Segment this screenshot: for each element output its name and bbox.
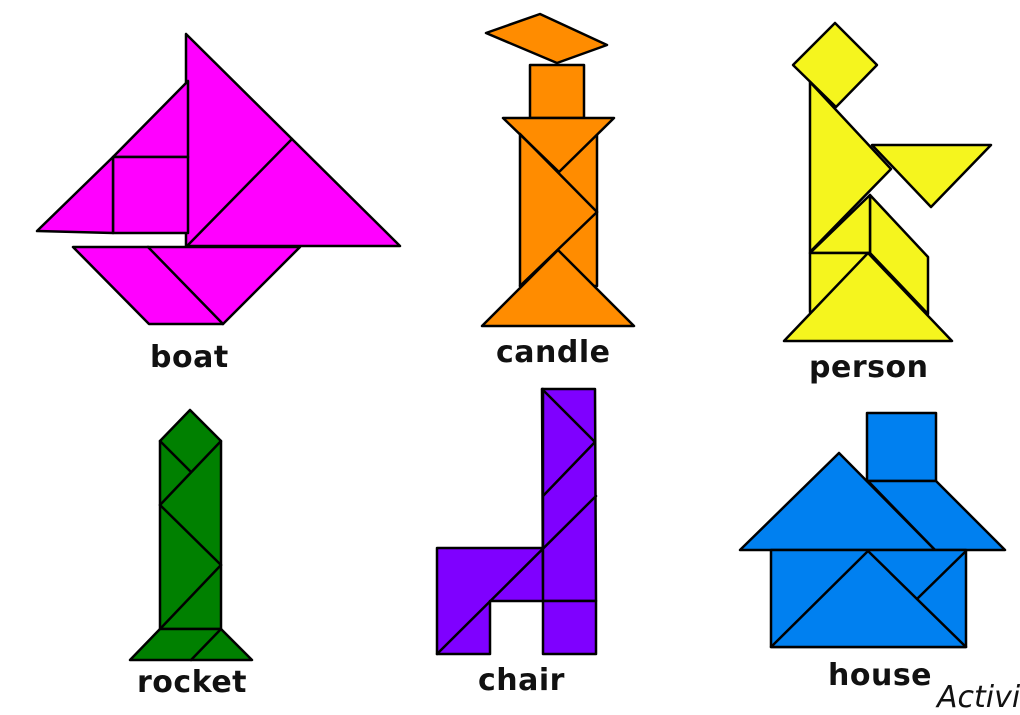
chair-tangram bbox=[435, 387, 598, 656]
candle-label: candle bbox=[496, 335, 611, 370]
person-label: person bbox=[809, 350, 929, 385]
house-center-triangle bbox=[769, 549, 968, 649]
chair-right-leg bbox=[541, 599, 598, 656]
boat-tangram bbox=[35, 32, 402, 326]
house-label: house bbox=[828, 658, 933, 693]
house-tangram bbox=[738, 411, 1007, 649]
chair-label: chair bbox=[478, 663, 565, 698]
rocket-base bbox=[128, 627, 254, 662]
candle-base-triangle bbox=[480, 248, 636, 328]
rocket-body bbox=[158, 408, 223, 631]
candle-wick-square bbox=[528, 63, 586, 120]
boat-sail-small-triangle bbox=[111, 79, 190, 159]
chair-frame bbox=[435, 387, 598, 656]
person-tangram bbox=[782, 21, 993, 343]
candle-tangram bbox=[480, 12, 636, 328]
boat-label: boat bbox=[150, 340, 229, 375]
person-base bbox=[782, 251, 954, 343]
activity-text-cutoff: Activi bbox=[937, 680, 1020, 715]
boat-square bbox=[111, 155, 190, 235]
boat-left-triangle bbox=[35, 155, 115, 235]
person-body bbox=[808, 80, 893, 254]
rocket-tangram bbox=[128, 408, 254, 662]
house-chimney bbox=[865, 411, 938, 483]
candle-flame bbox=[484, 12, 609, 65]
person-arm bbox=[870, 143, 993, 209]
rocket-label: rocket bbox=[137, 665, 248, 700]
person-head bbox=[791, 21, 879, 109]
